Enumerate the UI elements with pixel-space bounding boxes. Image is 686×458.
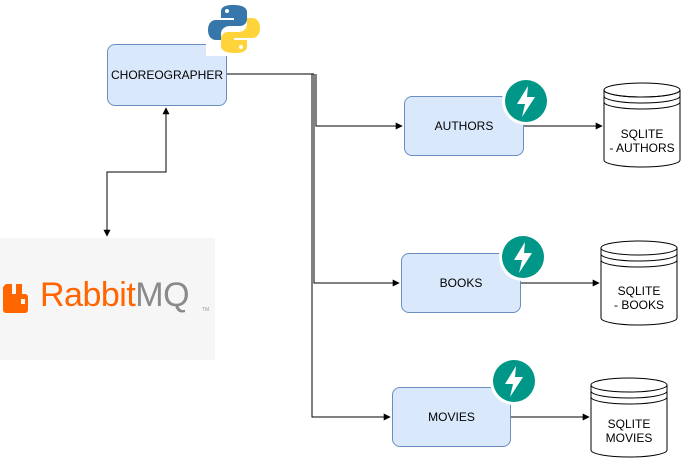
edge-choreographer-rabbitmq bbox=[103, 107, 170, 237]
db-authors-line2: - AUTHORS bbox=[609, 141, 675, 155]
python-logo-icon bbox=[206, 2, 262, 56]
db-movies-label: SQLITE MOVIES bbox=[591, 417, 667, 445]
db-movies-line2: MOVIES bbox=[605, 431, 653, 445]
rabbitmq-word-mq: MQ bbox=[135, 276, 190, 314]
edge-to-movies bbox=[311, 74, 391, 421]
db-books-label: SQLITE - BOOKS bbox=[601, 284, 677, 312]
edge-to-authors bbox=[315, 74, 403, 130]
edges bbox=[103, 73, 603, 421]
db-movies-line1: SQLITE bbox=[607, 417, 651, 431]
rabbitmq-wordmark: RabbitMQ bbox=[40, 276, 190, 315]
fastapi-logo-icon bbox=[502, 77, 550, 125]
db-books-line2: - BOOKS bbox=[613, 298, 664, 312]
db-books-line1: SQLITE bbox=[617, 284, 661, 298]
db-movies-cylinder bbox=[590, 377, 668, 458]
fastapi-logo-icon bbox=[490, 357, 538, 405]
edge-to-books bbox=[313, 74, 400, 287]
movies-label: MOVIES bbox=[428, 410, 475, 424]
rabbitmq-icon bbox=[3, 284, 28, 313]
db-authors-label: SQLITE - AUTHORS bbox=[604, 127, 680, 155]
authors-label: AUTHORS bbox=[434, 119, 494, 133]
choreographer-label: CHOREOGRAPHER bbox=[110, 68, 223, 82]
books-label: BOOKS bbox=[439, 276, 483, 290]
rabbitmq-word-rabbit: Rabbit bbox=[40, 276, 136, 314]
movies-service-node[interactable]: MOVIES bbox=[392, 387, 511, 447]
rabbitmq-trademark: TM bbox=[202, 307, 210, 313]
books-service-node[interactable]: BOOKS bbox=[401, 253, 521, 313]
fastapi-logo-icon bbox=[499, 233, 547, 281]
db-authors-cylinder bbox=[603, 82, 681, 168]
rabbitmq-logo-background bbox=[0, 238, 215, 360]
db-authors-line1: SQLITE bbox=[620, 127, 664, 141]
db-books-cylinder bbox=[600, 240, 678, 326]
